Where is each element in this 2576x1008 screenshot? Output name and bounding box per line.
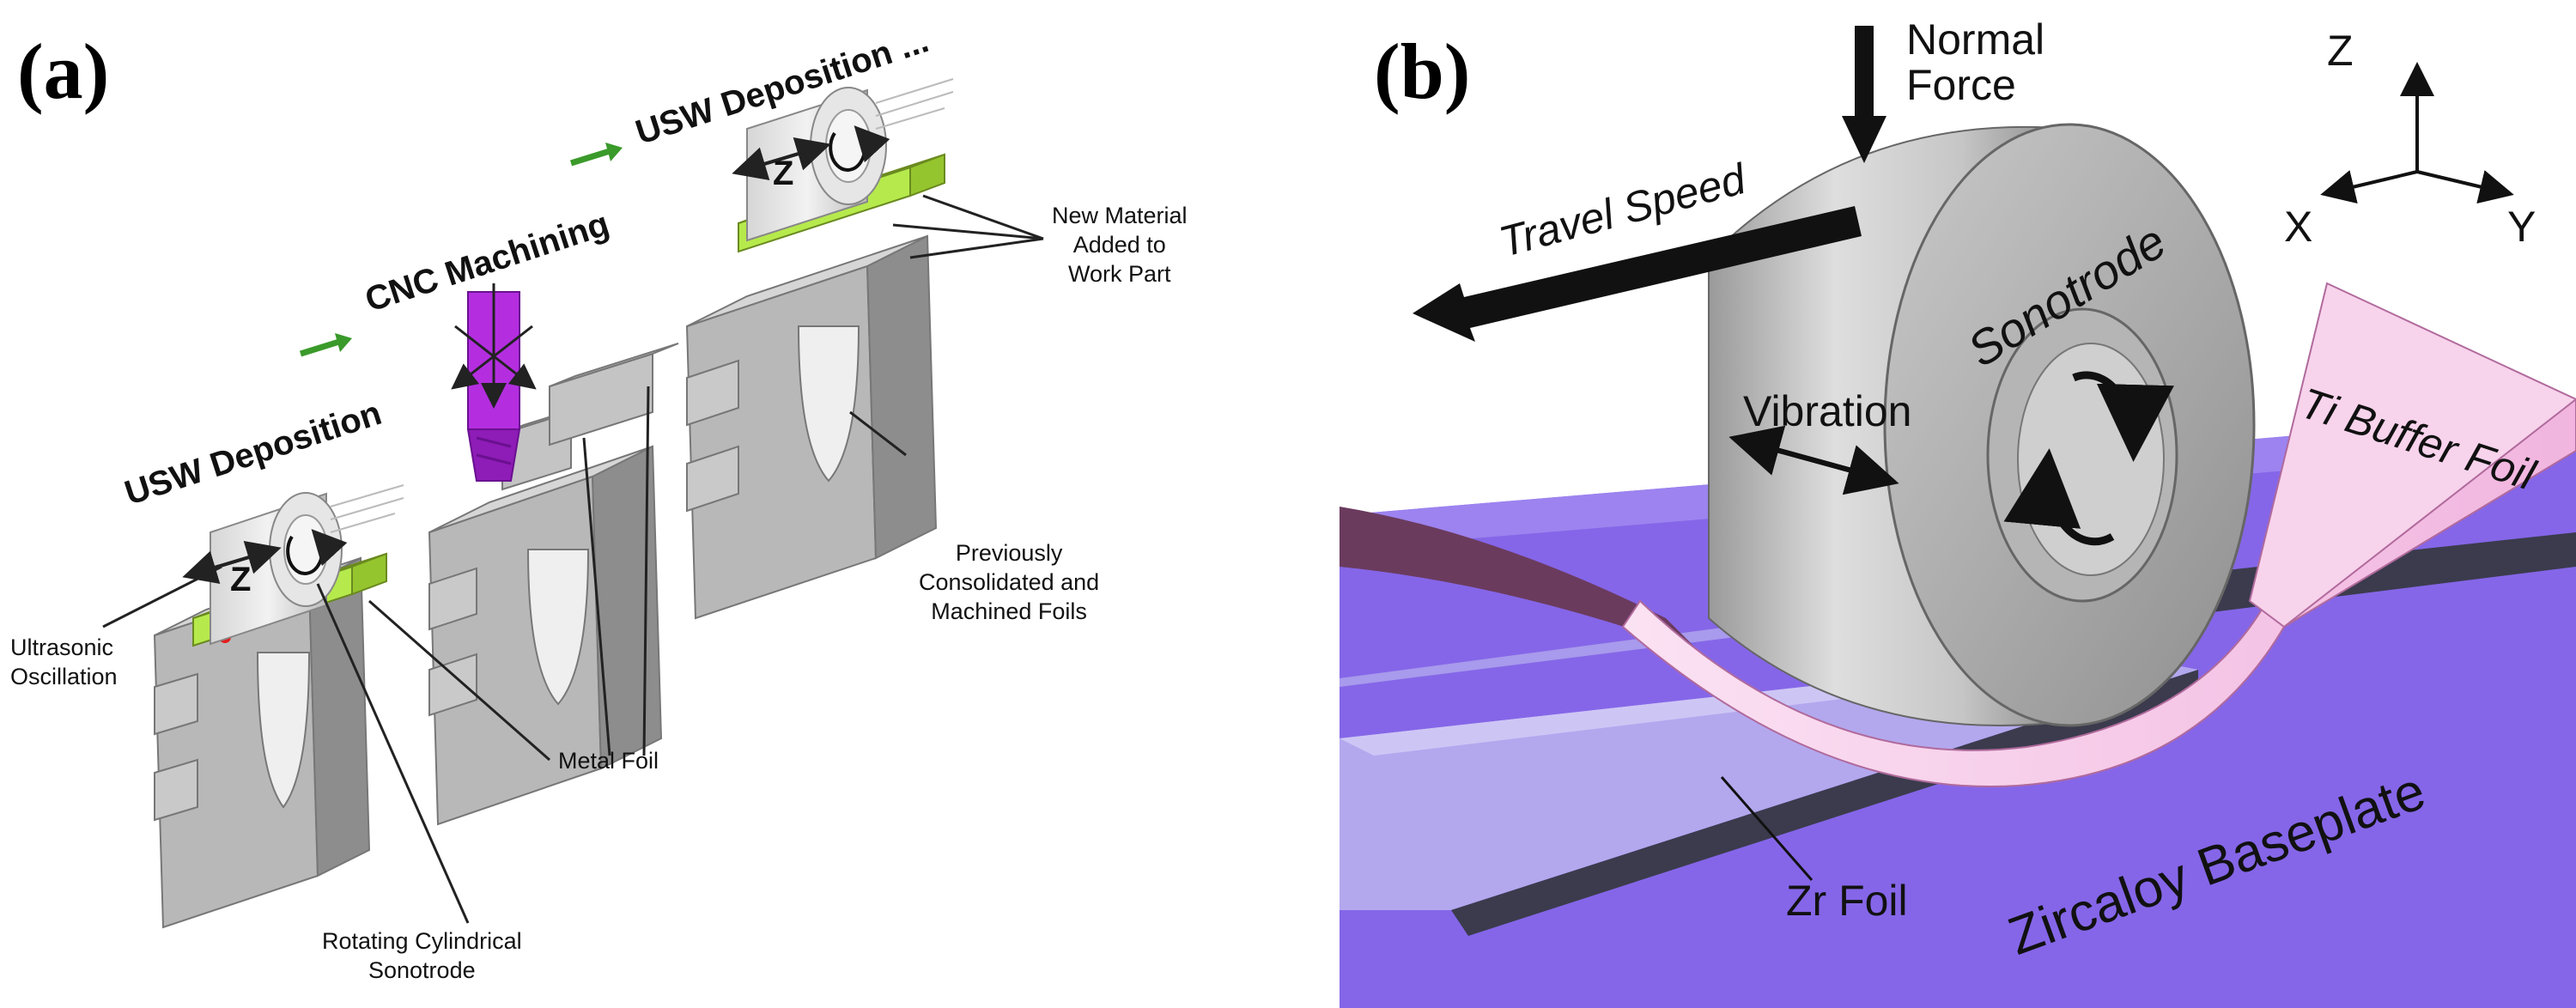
sonotrode-diagram	[1340, 26, 2576, 1008]
flow-arrow-2	[569, 143, 623, 167]
process-diagram	[102, 78, 1044, 929]
axis-label-x: X	[2284, 203, 2313, 251]
axes-icon	[2320, 62, 2514, 204]
foil-flap	[1340, 507, 1700, 653]
sonotrode	[1708, 123, 2256, 727]
zr-foil-leader	[1720, 776, 1814, 881]
callout-ultrasonic-oscillation: Ultrasonic Oscillation	[10, 635, 118, 689]
label-vibration: Vibration	[1743, 387, 1912, 435]
ti-buffer-foil	[1621, 282, 2576, 787]
panel-label-a: (a)	[17, 27, 110, 115]
flow-arrow-1	[299, 333, 352, 357]
glyph-z-3: Z	[773, 155, 794, 192]
panel-b: (b) Normal Force Travel Speed Sonotrode …	[1340, 0, 2576, 1008]
callout-previously-consolidated: Previously Consolidated and Machined Foi…	[919, 540, 1100, 624]
work-part-2	[428, 343, 679, 826]
work-part-3	[685, 234, 938, 620]
normal-force-arrow	[1842, 26, 1886, 163]
label-zr-foil: Zr Foil	[1786, 877, 1908, 925]
glyph-z-1: Z	[230, 561, 252, 598]
panel-label-b: (b)	[1374, 27, 1471, 115]
label-normal-force: Normal Force	[1906, 15, 2045, 109]
axis-label-y: Y	[2507, 203, 2537, 251]
leader-lines	[102, 194, 1044, 924]
callout-new-material: New Material Added to Work Part	[1052, 203, 1188, 287]
panel-a: (a) USW Deposition CNC Machining USW Dep…	[10, 21, 1188, 983]
cnc-tool	[451, 283, 537, 482]
callout-rotating-sonotrode: Rotating Cylindrical Sonotrode	[322, 928, 522, 983]
callout-metal-foil: Metal Foil	[558, 748, 659, 774]
axis-label-z: Z	[2327, 27, 2354, 75]
travel-speed-arrow	[1413, 206, 1862, 342]
